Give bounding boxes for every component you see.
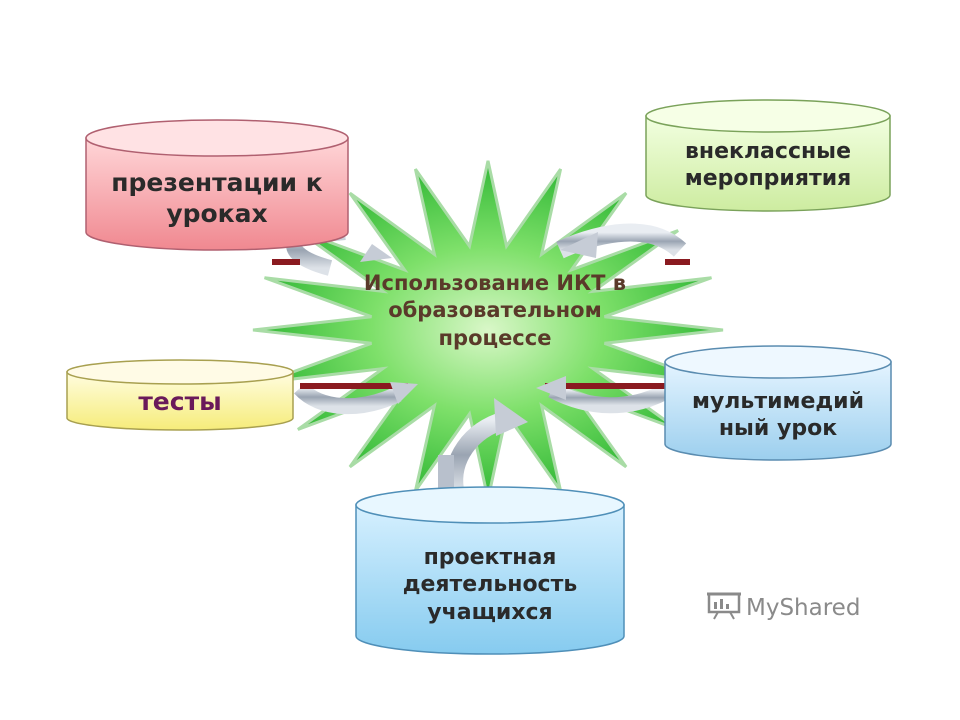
center-label: Использование ИКТ в образовательном проц…: [363, 271, 627, 350]
box-presentations: [85, 119, 349, 251]
box-projects: [355, 486, 625, 655]
watermark-text: MyShared: [746, 595, 861, 621]
box-multimedia: [664, 345, 892, 461]
presentations-label: презентации к уроках: [111, 167, 323, 228]
arrow-to-extracurricular: [556, 223, 690, 265]
box-extracurricular: [645, 99, 891, 212]
box-tests: [66, 359, 294, 431]
presentation-board-icon: [706, 590, 742, 626]
extracurricular-label: внеклассные мероприятия: [684, 138, 852, 192]
arrow-to-multimedia: [536, 376, 669, 414]
watermark: MyShared: [706, 590, 860, 626]
arrow-to-tests: [294, 382, 418, 415]
arrow-to-projects: [438, 398, 528, 492]
projects-label: проектная деятельность учащихся: [402, 544, 578, 625]
tests-label: тесты: [138, 387, 222, 417]
multimedia-label: мультимедий ный урок: [691, 388, 864, 442]
